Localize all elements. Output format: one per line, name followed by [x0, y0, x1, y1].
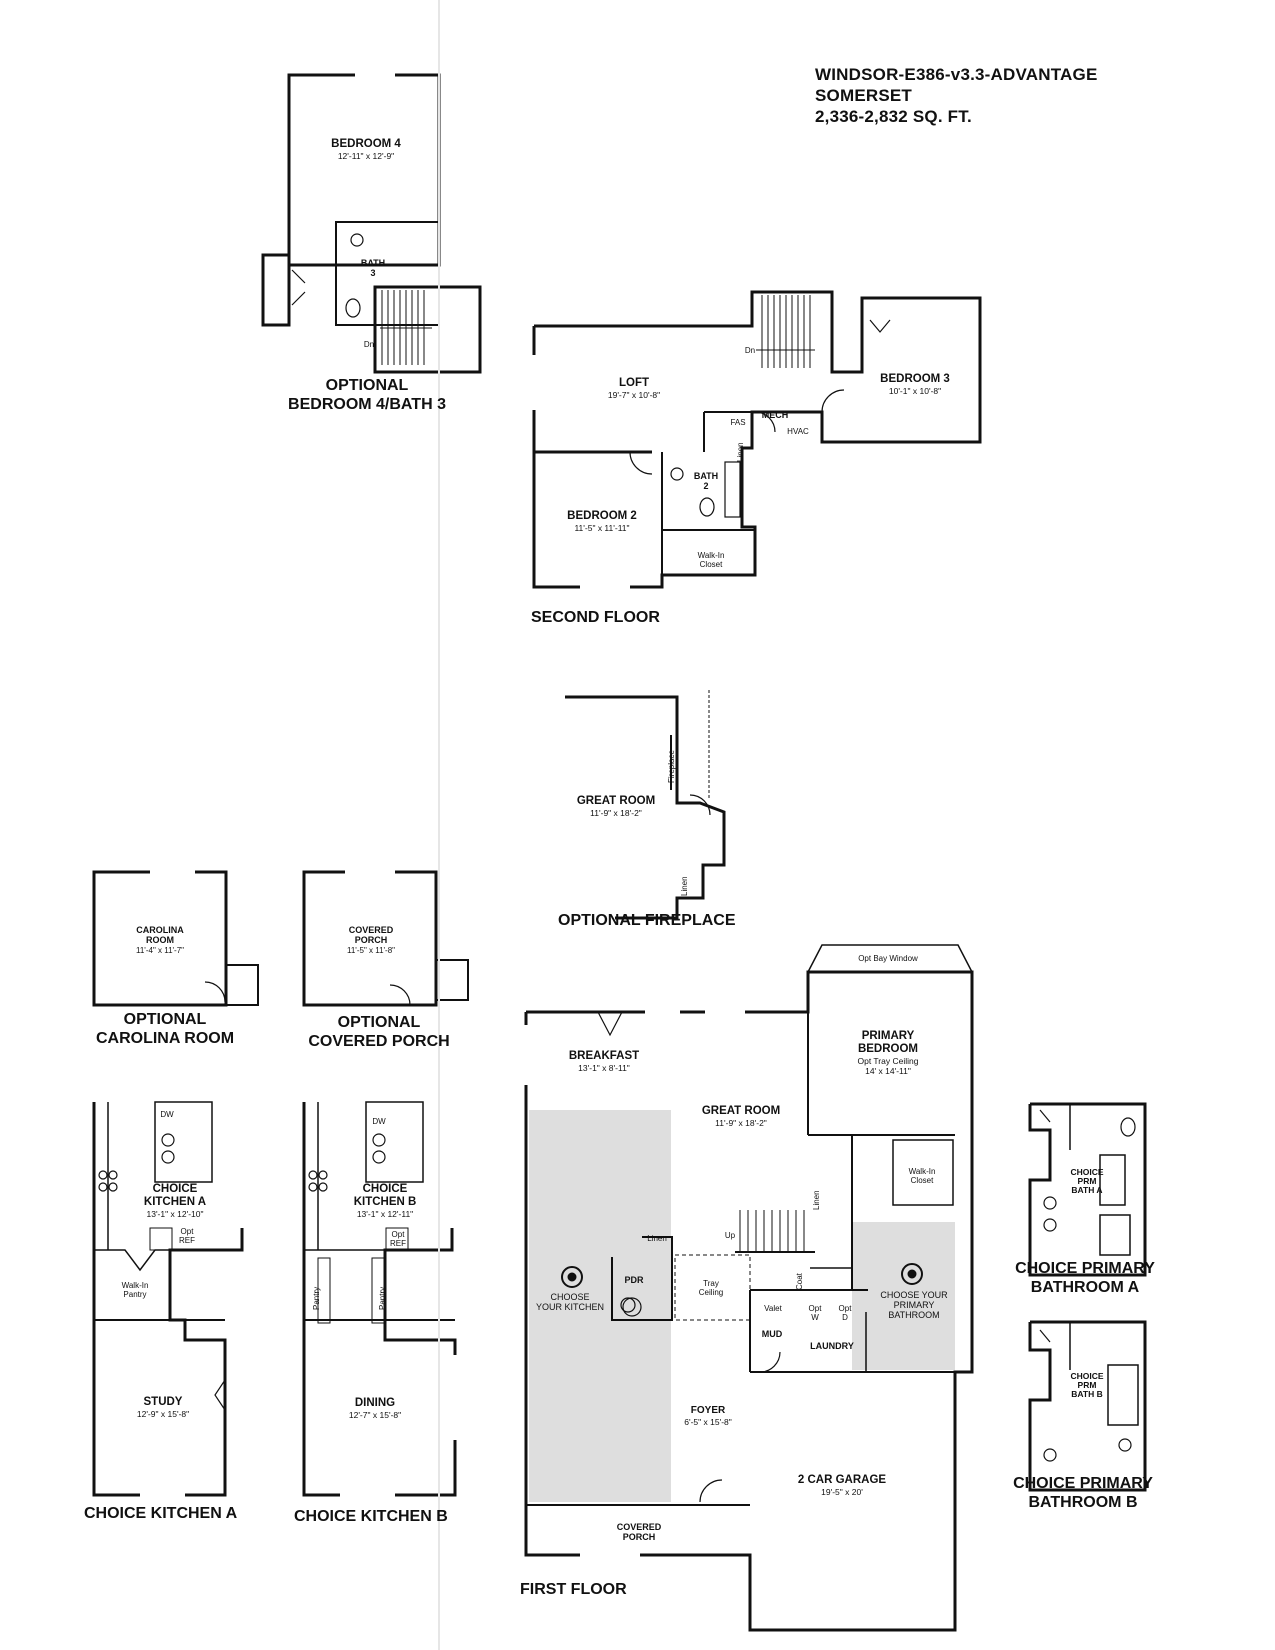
elevation-name: SOMERSET [815, 86, 913, 105]
hvac-label: HVAC [787, 427, 809, 436]
second-floor-outline [532, 290, 982, 589]
fas-label: FAS [730, 418, 746, 427]
first-floor-outline [524, 970, 974, 1632]
valet-label: Valet [764, 1304, 782, 1313]
caption-choice-kitchen-b: CHOICE KITCHEN B [294, 1508, 448, 1525]
opt-carolina-outline [92, 870, 259, 1007]
pantry-label-left: Pantry [312, 1286, 321, 1310]
linen-label-fp: Linen [680, 876, 689, 896]
room-laundry: LAUNDRY [810, 1341, 854, 1351]
linen-label-1f: Linen [812, 1190, 821, 1210]
dw-label-b: DW [372, 1117, 386, 1126]
door-swings [204, 269, 1051, 1503]
caption-first-floor: FIRST FLOOR [520, 1581, 627, 1598]
opt-bedroom4-outline [261, 73, 482, 374]
model-name: WINDSOR-E386-v3.3-ADVANTAGE [815, 65, 1098, 84]
linen-label-2f: Linen [736, 442, 745, 462]
pantry-label-right: Pantry [378, 1286, 387, 1310]
stairs-up-label: Up [724, 1231, 736, 1240]
choice-shading [529, 1110, 955, 1502]
stairs-down-label: Dn [363, 340, 375, 349]
square-footage: 2,336-2,832 SQ. FT. [815, 107, 972, 126]
primary-bath-b-outline [1028, 1320, 1147, 1492]
fixtures [98, 233, 1136, 1462]
coat-label: Coat [795, 1273, 804, 1290]
first-floor-stairs [735, 1210, 815, 1253]
kitchen-b-outline [302, 1101, 457, 1497]
stairs-down-label-2f: Dn [744, 346, 756, 355]
choose-targets [561, 1263, 923, 1288]
bay-window-outline [807, 944, 973, 973]
opt-fireplace-outline [565, 690, 726, 920]
second-floor-stairs [756, 295, 815, 368]
room-mud: MUD [761, 1329, 783, 1339]
caption-optional-fireplace: OPTIONAL FIREPLACE [558, 912, 736, 929]
linen-label-pdr: Linen [647, 1234, 667, 1243]
primary-bath-a-outline [1028, 1102, 1147, 1277]
page-fold-line [438, 0, 440, 1650]
caption-choice-kitchen-a: CHOICE KITCHEN A [84, 1505, 238, 1522]
caption-second-floor: SECOND FLOOR [531, 609, 660, 626]
plan-header: WINDSOR-E386-v3.3-ADVANTAGE SOMERSET 2,3… [815, 64, 1097, 127]
room-powder: PDR [624, 1275, 644, 1285]
opt-bay-window-label: Opt Bay Window [858, 954, 918, 963]
tray-ceiling-outline [674, 1254, 751, 1321]
bed4-stairs [380, 290, 432, 365]
mech-label: MECH [761, 410, 789, 420]
opt-porch-outline [302, 870, 469, 1007]
kitchen-a-outline [92, 1101, 244, 1497]
fireplace-label: Fireplace [667, 750, 676, 783]
dw-label-a: DW [160, 1110, 174, 1119]
